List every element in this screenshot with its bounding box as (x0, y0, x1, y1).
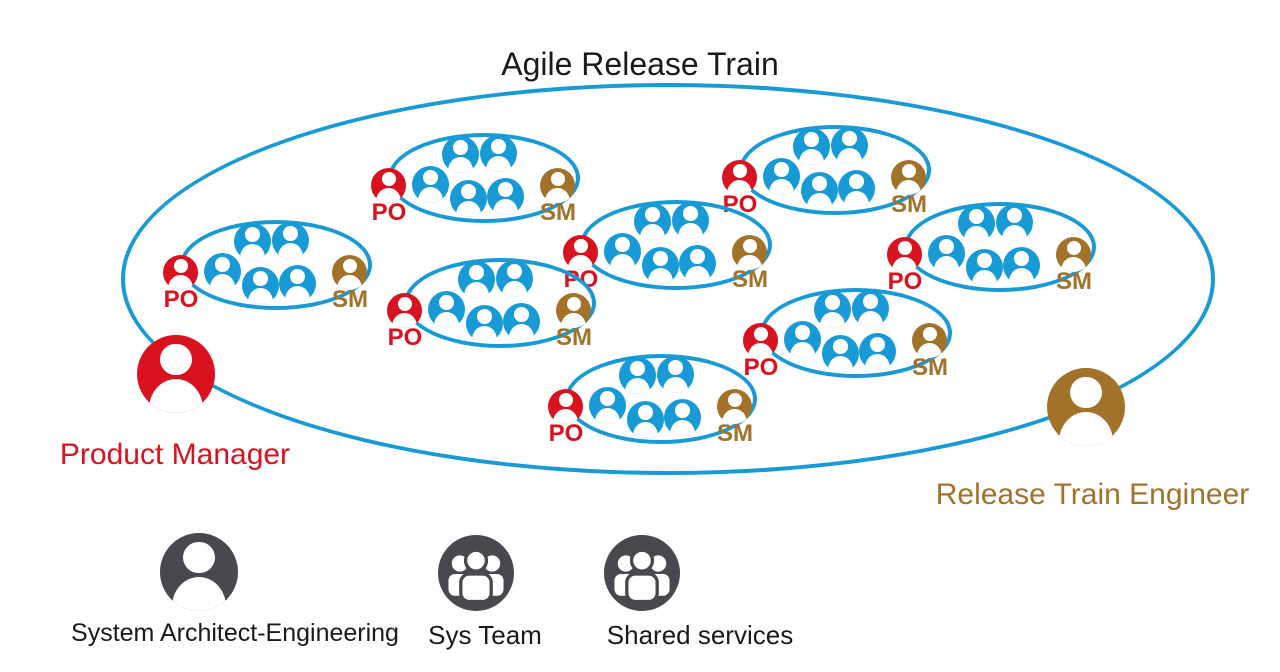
scrum-master-icon (1056, 237, 1091, 272)
team-member-icon (412, 166, 449, 203)
team-member-icon (966, 249, 1003, 286)
sys-team-label: Sys Team (428, 620, 542, 650)
team-member-icon (619, 357, 656, 394)
shared-services-group-icon (604, 535, 680, 611)
team-member-icon (234, 223, 271, 260)
team-member-icon (279, 265, 316, 302)
product-owner-icon (722, 160, 757, 195)
team-member-icon (242, 267, 279, 304)
team-member-icon (450, 180, 487, 217)
team-member-icon (487, 178, 524, 215)
scrum-master-icon (717, 389, 752, 424)
release-train-engineer-label: Release Train Engineer (935, 478, 1250, 511)
system-architect-icon (160, 533, 238, 611)
release-train-ellipse (121, 83, 1215, 475)
scrum-master-label: SM (891, 191, 927, 218)
agile-team: PO SM (563, 200, 772, 293)
team-member-icon (480, 135, 517, 172)
product-owner-label: PO (387, 324, 423, 351)
shared-services-label: Shared services (606, 620, 794, 650)
team-member-icon (642, 247, 679, 284)
team-member-icon (458, 261, 495, 298)
sys-team-group-icon (438, 535, 514, 611)
team-member-icon (664, 399, 701, 436)
agile-team: PO SM (743, 288, 952, 381)
scrum-master-icon (912, 323, 947, 358)
team-member-icon (801, 172, 838, 209)
team-member-icon (763, 158, 800, 195)
agile-team: PO SM (387, 258, 596, 351)
diagram-title: Agile Release Train (501, 46, 779, 82)
team-member-icon (657, 356, 694, 393)
product-owner-icon (548, 389, 583, 424)
system-architect-label: System Architect-Engineering (71, 619, 399, 647)
team-member-icon (604, 233, 641, 270)
scrum-master-label: SM (732, 266, 768, 293)
team-member-icon (204, 253, 241, 290)
team-member-icon (503, 303, 540, 340)
team-member-icon (838, 170, 875, 207)
product-owner-icon (743, 323, 778, 358)
team-member-icon (442, 136, 479, 173)
agile-team: PO SM (371, 133, 580, 226)
team-member-icon (672, 202, 709, 239)
team-member-icon (1003, 247, 1040, 284)
team-member-icon (634, 203, 671, 240)
agile-team: PO SM (887, 202, 1096, 295)
scrum-master-label: SM (332, 286, 368, 313)
team-member-icon (822, 335, 859, 372)
scrum-master-icon (732, 235, 767, 270)
scrum-master-label: SM (717, 420, 753, 447)
product-owner-label: PO (887, 268, 923, 295)
product-manager-icon (137, 335, 215, 413)
team-member-icon (958, 205, 995, 242)
team-member-icon (859, 333, 896, 370)
product-owner-icon (887, 237, 922, 272)
product-owner-label: PO (743, 354, 779, 381)
team-member-icon (428, 291, 465, 328)
product-manager-label: Product Manager (59, 438, 291, 471)
scrum-master-icon (332, 255, 367, 290)
scrum-master-icon (540, 168, 575, 203)
team-member-icon (814, 291, 851, 328)
release-train-engineer-icon (1047, 368, 1125, 446)
scrum-master-label: SM (1056, 268, 1092, 295)
product-owner-label: PO (548, 420, 584, 447)
agile-team: PO SM (548, 354, 757, 447)
scrum-master-label: SM (556, 324, 592, 351)
scrum-master-icon (891, 160, 926, 195)
product-owner-icon (163, 255, 198, 290)
team-member-icon (589, 387, 626, 424)
product-owner-label: PO (371, 199, 407, 226)
team-member-icon (928, 235, 965, 272)
scrum-master-label: SM (540, 199, 576, 226)
scrum-master-icon (556, 293, 591, 328)
team-member-icon (496, 260, 533, 297)
agile-team: PO SM (163, 220, 372, 313)
team-member-icon (784, 321, 821, 358)
team-member-icon (852, 290, 889, 327)
scrum-master-label: SM (912, 354, 948, 381)
team-member-icon (679, 245, 716, 282)
team-member-icon (627, 401, 664, 438)
team-member-icon (831, 127, 868, 164)
product-owner-icon (371, 168, 406, 203)
team-member-icon (466, 305, 503, 342)
product-owner-label: PO (163, 286, 199, 313)
product-owner-icon (563, 235, 598, 270)
team-member-icon (272, 222, 309, 259)
team-member-icon (793, 128, 830, 165)
team-member-icon (996, 204, 1033, 241)
product-owner-icon (387, 293, 422, 328)
